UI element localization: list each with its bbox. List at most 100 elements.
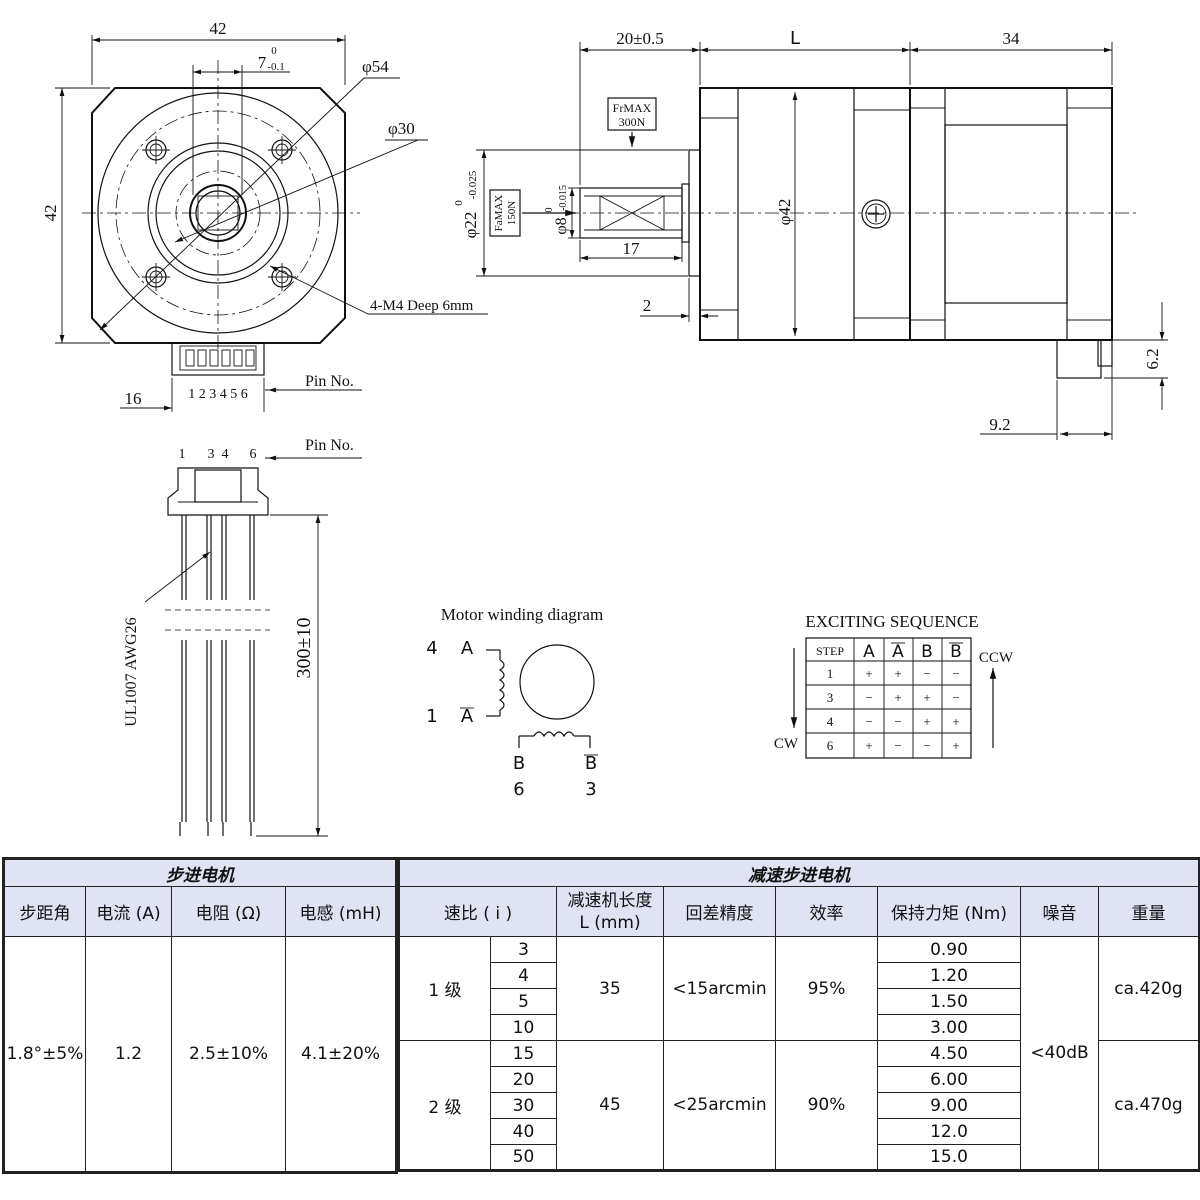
gear-table-title: 减速步进电机 [398,858,1200,887]
torque-cell: 1.50 [877,988,1021,1015]
winding-b-pin: 6 [513,779,524,800]
wire-spec: UL1007 AWG26 [123,617,140,726]
pin-numbers: 1 2 3 4 5 6 [188,387,248,402]
gear-head-torque: 保持力矩 (Nm) [877,886,1021,937]
seq-cell: − [865,690,872,705]
dim-gear-length: L [790,28,800,49]
lead-pin-6: 6 [250,447,257,462]
ratio-cell: 20 [490,1066,557,1093]
torque-cell: 15.0 [877,1144,1021,1171]
winding-abar-label: A [461,706,474,727]
torque-cell: 6.00 [877,1066,1021,1093]
exciting-sequence: EXCITING SEQUENCE STEP A A B B 1 + + − −… [774,612,1014,759]
lead-connector [167,467,269,516]
dim-key-tol-top: 0 [271,45,277,57]
noise-value: <40dB [1020,936,1099,1171]
dim-phi54: φ54 [362,57,389,76]
dim-connector-height: 6.2 [1143,348,1162,369]
pin-label-lead: Pin No. [305,437,354,454]
winding-title: Motor winding diagram [441,605,603,624]
torque-cell: 4.50 [877,1040,1021,1067]
geared-motor-table: 减速步进电机 速比 ( i ) 减速机长度 L (mm) 回差精度 效率 保持力… [397,857,1200,1172]
lead-pin-3: 3 [208,447,215,462]
gear-head-noise: 噪音 [1020,886,1099,937]
ratio-cell: 50 [490,1144,557,1171]
ratio-cell: 5 [490,988,557,1015]
motor-current: 1.2 [85,936,172,1173]
dim-body-dia: φ42 [775,199,794,226]
motor-resistance: 2.5±10% [171,936,286,1173]
motor-step-angle: 1.8°±5% [3,936,86,1173]
stage-1-efficiency: 95% [775,936,878,1041]
dim-shaft-length: 20±0.5 [616,29,664,48]
seq-head-abar: A [892,642,904,662]
screw-icon [861,199,891,229]
dim-pilot: φ22 [461,212,480,239]
seq-cell: − [923,666,930,681]
seq-head-a: A [863,642,875,662]
seq-cell: 1 [827,666,834,681]
motor-head-current: 电流 (A) [85,886,172,937]
ratio-cell: 15 [490,1040,557,1067]
stage-2-length: 45 [556,1040,664,1171]
dim-pilot-tol-bottom: -0.025 [467,170,479,199]
seq-head-bbar: B [950,642,962,662]
gear-head-weight: 重量 [1098,886,1200,937]
pin-label-front: Pin No. [305,373,354,390]
front-view: 42 7 0 -0.1 42 φ54 φ30 4-M4 Deep 6mm 16 … [41,19,488,412]
seq-cell: − [894,714,901,729]
torque-cell: 12.0 [877,1118,1021,1145]
side-connector [1056,339,1113,379]
lead-pin-1: 1 [179,447,186,462]
lead-wires [165,515,270,836]
winding-diagram: Motor winding diagram 4 A 1 A B 6 B 3 [426,605,603,800]
stage-2-name: 2 级 [398,1040,491,1171]
seq-cell: + [923,714,930,729]
motor-head-step-angle: 步距角 [3,886,86,937]
seq-cell: 6 [827,738,834,753]
fa-max-label: FaMAX 150N [489,189,576,237]
dim-key-length: 17 [623,239,641,258]
stage-1-weight: ca.420g [1098,936,1200,1041]
dim-height: 42 [41,205,60,222]
stage-1-name: 1 级 [398,936,491,1041]
winding-b-label: B [513,753,525,774]
ratio-cell: 3 [490,936,557,963]
dim-connector-offset: 16 [125,389,142,408]
rotor-circle [519,644,595,720]
seq-cw: CW [774,736,799,752]
seq-cell: − [952,666,959,681]
gear-head-ratio: 速比 ( i ) [398,886,557,937]
seq-cell: + [952,714,959,729]
gear-head-efficiency: 效率 [775,886,878,937]
seq-cell: 3 [827,690,834,705]
seq-cell: − [865,714,872,729]
ratio-cell: 40 [490,1118,557,1145]
motor-head-inductance: 电感 (mH) [285,886,397,937]
dim-motor-length: 34 [1003,29,1021,48]
dim-phi30: φ30 [388,119,415,138]
svg-text:FaMAX: FaMAX [493,195,505,232]
seq-cell: − [952,690,959,705]
motor-head-resistance: 电阻 (Ω) [171,886,286,937]
torque-cell: 0.90 [877,936,1021,963]
stage-2-backlash: <25arcmin [663,1040,776,1171]
svg-text:FrMAX: FrMAX [613,101,652,115]
ratio-cell: 10 [490,1014,557,1041]
gear-head-backlash: 回差精度 [663,886,776,937]
seq-cell: + [865,738,872,753]
dim-shaft-tol-bottom: -0.015 [558,185,569,211]
seq-head-step: STEP [816,644,844,658]
seq-cell: + [865,666,872,681]
winding-a-pin: 4 [426,638,437,659]
torque-cell: 9.00 [877,1092,1021,1119]
sequence-title: EXCITING SEQUENCE [805,612,978,631]
torque-cell: 1.20 [877,962,1021,989]
seq-cell: − [894,738,901,753]
seq-cell: + [923,690,930,705]
seq-cell: + [894,690,901,705]
fr-max-label: FrMAX 300N [607,97,657,147]
mounting-holes [142,136,296,291]
dim-key: 7 [258,53,267,72]
side-view: 20±0.5 L 34 FrMAX 300N FaMAX 150N φ22 0 … [453,28,1168,440]
